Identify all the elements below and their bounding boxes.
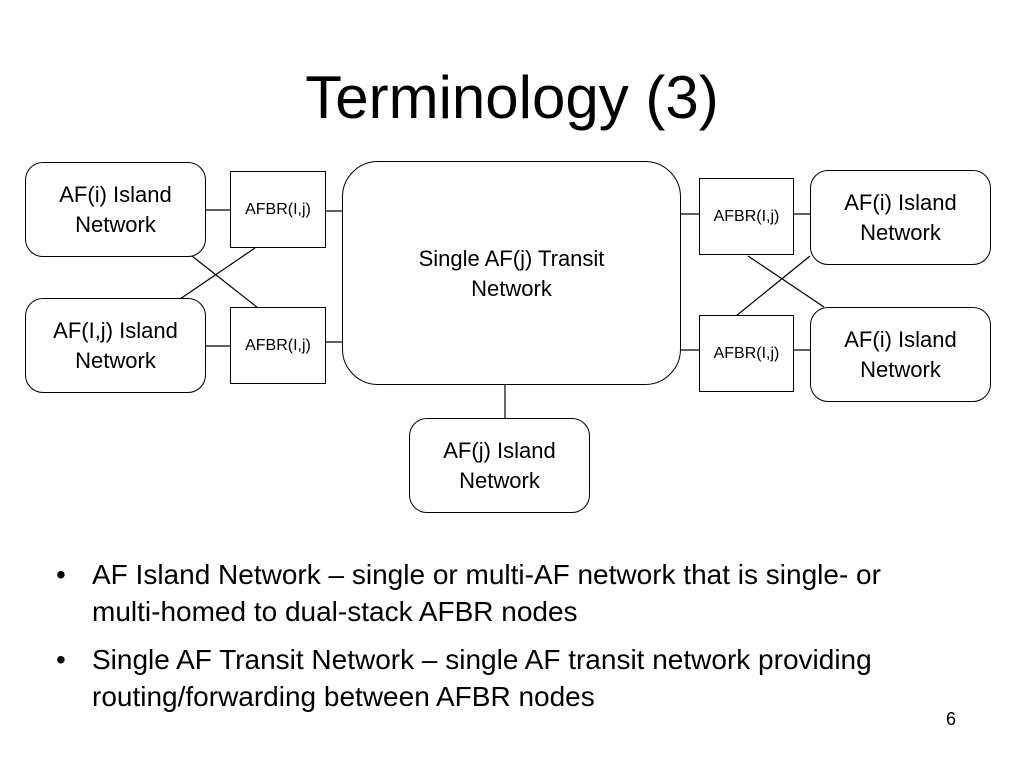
page-number: 6 [946,709,957,729]
afbr-router-right-bottom: AFBR(I,j) [699,315,794,392]
link-left-cross-down [191,255,259,309]
afbr-router-right-top: AFBR(I,j) [699,178,794,255]
bullet-item: • Single AF Transit Network – single AF … [56,641,936,715]
island-network-right-bottom: AF(i) Island Network [810,307,991,402]
link-left-cross-up [179,247,256,300]
island-network-left-bottom: AF(I,j) Island Network [25,298,206,393]
island-network-bottom: AF(j) Island Network [409,418,590,513]
bullet-marker: • [56,644,66,675]
bullet-item: • AF Island Network – single or multi-AF… [56,556,936,630]
bullet-marker: • [56,559,66,590]
afbr-router-left-bottom: AFBR(I,j) [230,307,326,384]
island-network-left-top: AF(i) Island Network [25,162,206,257]
afbr-router-left-top: AFBR(I,j) [230,171,326,248]
slide-title: Terminology (3) [305,64,719,131]
transit-network: Single AF(j) Transit Network [342,161,681,385]
island-network-right-top: AF(i) Island Network [810,170,991,265]
link-right-cross-up [735,255,811,317]
link-right-cross-down [747,255,825,308]
bullet-list: • AF Island Network – single or multi-AF… [56,556,936,726]
bullet-text: Single AF Transit Network – single AF tr… [92,644,872,712]
bullet-text: AF Island Network – single or multi-AF n… [92,559,881,627]
